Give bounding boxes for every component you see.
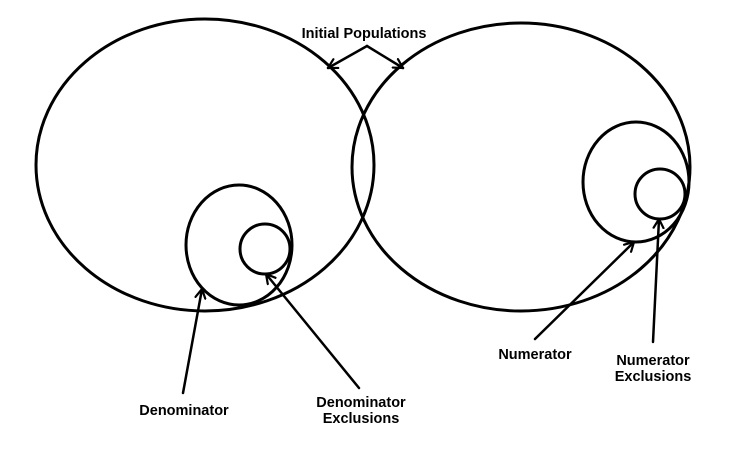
numerator-exclusions-arrow (651, 217, 659, 344)
denominator-exclusions-label-line1: Denominator (316, 395, 406, 411)
numerator-circle (581, 120, 691, 244)
denominator-exclusions-arrow (264, 272, 361, 390)
denominator-circle (184, 183, 294, 307)
initial-populations-arrow-right (365, 44, 405, 70)
denominator-label: Denominator (139, 403, 229, 419)
numerator-arrow (533, 240, 636, 341)
denominator-exclusions-circle (238, 222, 292, 276)
numerator-exclusions-label-line1: Numerator (616, 353, 690, 369)
initial-populations-arrow-left (326, 44, 369, 70)
numerator-exclusions-circle (633, 167, 687, 221)
initial-population-left-ellipse (34, 17, 376, 313)
numerator-exclusions-label-line2: Exclusions (615, 369, 692, 385)
initial-population-right-ellipse (350, 21, 692, 313)
initial-populations-label: Initial Populations (302, 26, 427, 42)
numerator-label: Numerator (498, 347, 572, 363)
denominator-exclusions-label-line2: Exclusions (323, 411, 400, 427)
denominator-arrow (181, 287, 202, 395)
